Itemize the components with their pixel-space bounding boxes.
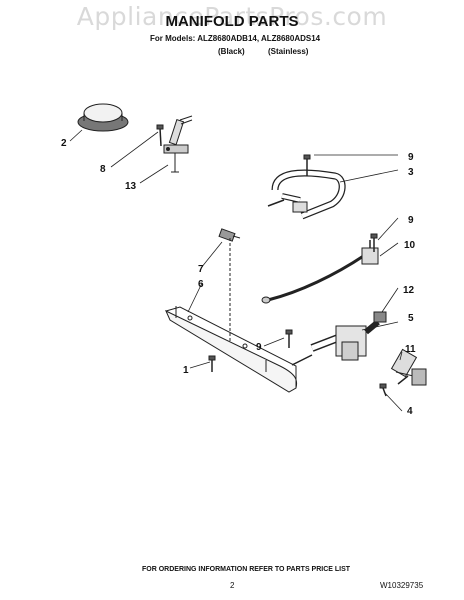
igniter-part[interactable] bbox=[163, 115, 193, 173]
ordering-note: FOR ORDERING INFORMATION REFER TO PARTS … bbox=[142, 566, 351, 573]
callout-9-middle: 9 bbox=[408, 215, 414, 226]
screw-part[interactable] bbox=[303, 154, 311, 176]
callout-8: 8 bbox=[100, 164, 106, 175]
callout-6: 6 bbox=[198, 279, 204, 290]
callout-3: 3 bbox=[408, 167, 414, 178]
callout-9-top: 9 bbox=[408, 152, 414, 163]
variant-stainless-label: (Stainless) bbox=[268, 47, 309, 56]
page-title: MANIFOLD PARTS bbox=[165, 13, 299, 30]
callout-5: 5 bbox=[408, 313, 414, 324]
gas-tube-part[interactable] bbox=[261, 240, 379, 304]
callout-11: 11 bbox=[405, 344, 416, 355]
callout-2: 2 bbox=[61, 138, 67, 149]
models-line: For Models: ALZ8680ADB14, ALZ8680ADS14 bbox=[150, 34, 321, 43]
screw-part[interactable] bbox=[370, 233, 378, 252]
callout-4: 4 bbox=[407, 406, 413, 417]
fitting-part[interactable] bbox=[390, 348, 427, 386]
valve-part[interactable] bbox=[310, 311, 387, 361]
screw-part[interactable] bbox=[208, 355, 216, 372]
variant-black-label: (Black) bbox=[218, 47, 245, 56]
callout-10: 10 bbox=[404, 240, 416, 251]
callout-1: 1 bbox=[183, 365, 189, 376]
callout-9-lower: 9 bbox=[256, 342, 262, 353]
screw-part[interactable] bbox=[285, 329, 293, 348]
document-number: W10329735 bbox=[380, 581, 424, 590]
site-watermark: AppliancePartsPros.com bbox=[76, 2, 388, 31]
callout-7: 7 bbox=[198, 264, 204, 275]
burner-cap-part[interactable] bbox=[77, 103, 129, 132]
page-number: 2 bbox=[230, 581, 235, 590]
manifold-pipe-part[interactable] bbox=[164, 306, 313, 393]
callout-12: 12 bbox=[403, 285, 415, 296]
orifice-fitting-part[interactable] bbox=[218, 228, 241, 345]
callout-13: 13 bbox=[125, 181, 137, 192]
burner-tube-part[interactable] bbox=[267, 169, 346, 220]
screw-part[interactable] bbox=[379, 383, 387, 397]
screw-part[interactable] bbox=[156, 124, 164, 147]
